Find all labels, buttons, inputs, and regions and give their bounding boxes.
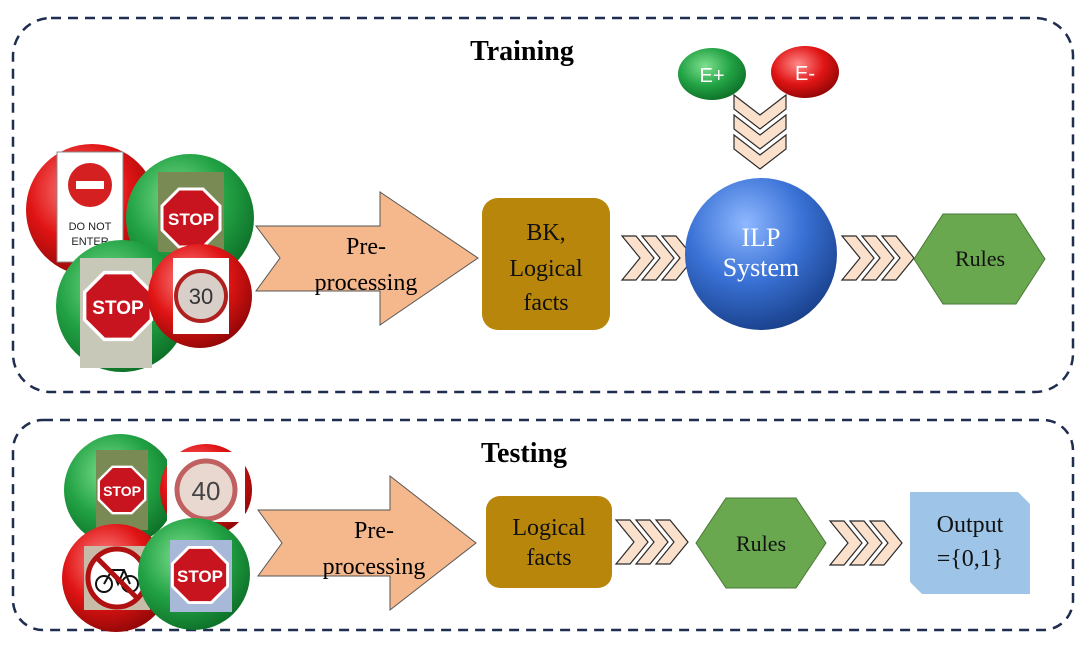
testing-title: Testing xyxy=(481,438,567,469)
training-sign-text-4: 30 xyxy=(189,284,213,309)
testing-preprocessing-arrow xyxy=(257,474,477,612)
output-label-1: Output xyxy=(937,512,1004,538)
training-sign-text-3: STOP xyxy=(92,298,144,319)
training-preprocessing-label-1: Pre- xyxy=(346,234,386,260)
chevron-arrow-facts-to-ilp xyxy=(621,235,695,281)
testing-rules-label: Rules xyxy=(736,531,786,556)
testing-images: STOP 40 STOP xyxy=(62,434,252,632)
testing-preprocessing-label-1: Pre- xyxy=(354,518,394,544)
ilp-system-circle xyxy=(685,178,837,330)
bk-label-2: Logical xyxy=(509,256,583,282)
training-preprocessing-label-2: processing xyxy=(315,270,418,296)
testing-image-speed-40: 40 xyxy=(160,444,252,536)
testing-facts-label-2: facts xyxy=(526,545,571,571)
chevron-arrow-ilp-to-rules xyxy=(841,235,915,281)
chevron-arrow-rules-to-output xyxy=(829,520,903,566)
training-panel xyxy=(11,16,1075,394)
negative-examples-label: E- xyxy=(795,63,815,85)
training-preprocessing-arrow xyxy=(255,191,479,326)
training-sign-text-2: STOP xyxy=(168,210,214,229)
training-title: Training xyxy=(470,36,574,67)
positive-examples-oval xyxy=(678,48,746,100)
testing-logical-facts-box xyxy=(486,496,612,588)
training-images: DO NOT ENTER STOP STOP 30 xyxy=(26,144,254,372)
testing-panel xyxy=(11,418,1075,632)
ilp-label-2: System xyxy=(723,253,800,282)
bk-logical-facts-box xyxy=(482,198,610,330)
testing-rules-hexagon xyxy=(695,497,827,589)
output-box xyxy=(910,492,1030,594)
testing-sign-text-1: STOP xyxy=(103,483,141,499)
ilp-label-1: ILP xyxy=(742,223,781,252)
chevron-arrow-examples-to-ilp xyxy=(733,94,787,170)
output-label-2: ={0,1} xyxy=(937,546,1004,572)
testing-preprocessing-label-2: processing xyxy=(323,554,426,580)
bk-label-3: facts xyxy=(523,290,568,316)
testing-facts-label-1: Logical xyxy=(512,515,586,541)
testing-image-stop-1: STOP xyxy=(64,434,176,546)
training-rules-hexagon xyxy=(913,213,1046,305)
positive-examples-label: E+ xyxy=(699,65,724,87)
bk-label-1: BK, xyxy=(526,220,565,246)
testing-sign-text-2: 40 xyxy=(192,476,221,506)
training-sign-text-1a: DO NOT xyxy=(69,221,112,233)
negative-examples-oval xyxy=(771,46,839,98)
testing-sign-text-4: STOP xyxy=(177,567,223,586)
training-rules-label: Rules xyxy=(955,246,1005,271)
testing-image-stop-2: STOP xyxy=(138,518,250,630)
chevron-arrow-facts-to-rules xyxy=(615,519,689,565)
training-image-speed-30: 30 xyxy=(148,244,252,348)
